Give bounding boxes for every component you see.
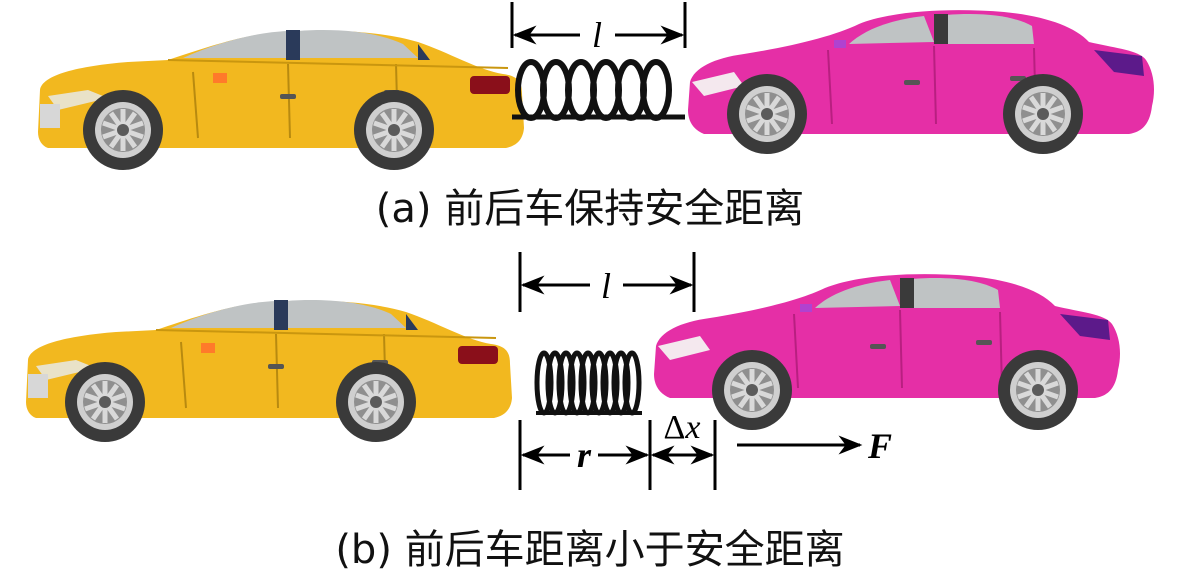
front-car-b (653, 273, 1121, 430)
caption-b: (b) 前后车距离小于安全距离 (335, 527, 844, 573)
front-car-a (687, 9, 1155, 154)
rear-car-a (37, 29, 525, 170)
spring-b (534, 350, 642, 416)
r-dimension: r (518, 420, 652, 490)
length-label-b: l (601, 266, 611, 306)
r-label: r (577, 435, 592, 475)
panel-b: l r Δx F (b) 前后车距离小于安全距离 (25, 252, 1121, 573)
length-label-a: l (592, 15, 602, 55)
force-arrow: F (737, 426, 892, 466)
length-dimension-a: l (510, 2, 687, 55)
rear-car-b (25, 299, 513, 442)
caption-a: (a) 前后车保持安全距离 (376, 186, 804, 232)
length-dimension-b: l (518, 252, 696, 312)
dx-dimension: Δx (650, 409, 717, 490)
spring-a (512, 59, 685, 121)
force-label: F (867, 426, 892, 466)
panel-a: l (a) 前后车保持安全距离 (37, 2, 1155, 232)
dx-label: Δx (664, 409, 701, 446)
